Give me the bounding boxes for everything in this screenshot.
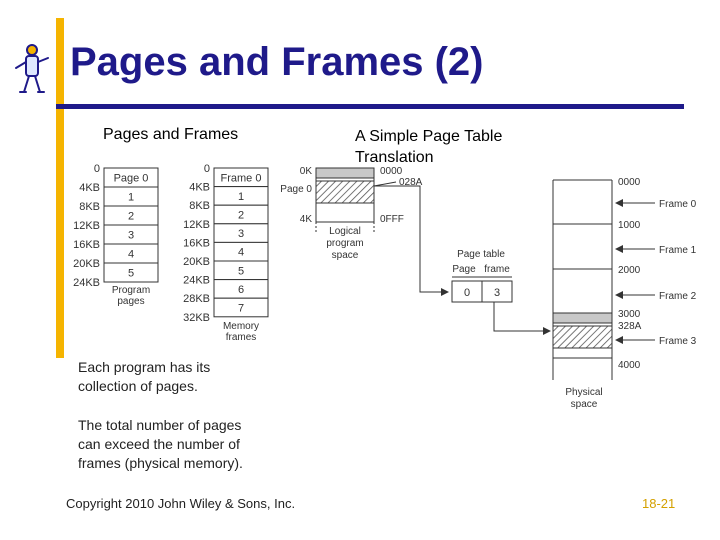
program-page-address: 16KB	[73, 239, 100, 251]
logical-label: 0K	[300, 166, 313, 177]
physical-space: 0000 1000 2000 3000 328A 4000 Frame 0 Fr…	[552, 177, 697, 410]
memory-frame-address: 8KB	[189, 200, 210, 212]
logical-address: 0FFF	[380, 214, 404, 225]
program-page-cell	[103, 262, 159, 283]
logical-address: 028A	[399, 177, 423, 188]
program-page-address: 4KB	[79, 182, 100, 194]
program-page-address: 0	[94, 163, 100, 175]
right-heading: A Simple Page Table Translation	[355, 126, 502, 168]
physical-address: 0000	[618, 177, 641, 188]
physical-address: 328A	[618, 321, 642, 332]
physical-caption: Physical	[565, 387, 602, 398]
bullet-line: The total number of pages	[78, 417, 242, 433]
memory-frame-cell	[213, 297, 269, 318]
program-pages-caption: Program	[112, 285, 150, 296]
memory-frames-caption: Memory	[223, 321, 259, 332]
physical-caption: space	[571, 399, 598, 410]
physical-frame-label: Frame 1	[659, 245, 697, 256]
page-table-value: 0	[464, 287, 470, 299]
memory-frames-caption: frames	[226, 332, 257, 343]
bullet-line: frames (physical memory).	[78, 455, 243, 471]
program-pages-caption: pages	[117, 296, 144, 307]
logical-space: 0K Page 0 4K 0000 028A 0FFF Logical prog…	[280, 166, 422, 261]
memory-frame-address: 32KB	[183, 312, 210, 324]
title-underline	[56, 104, 684, 109]
program-page-cell-label: 5	[128, 268, 134, 280]
logical-page-top	[315, 167, 375, 179]
program-page-address: 24KB	[73, 277, 100, 289]
program-page-cell-label: 1	[128, 192, 134, 204]
accent-bar-vertical	[56, 18, 64, 358]
memory-frame-address: 20KB	[183, 256, 210, 268]
right-heading-line: A Simple Page Table	[355, 128, 503, 145]
physical-frame-label: Frame 0	[659, 199, 697, 210]
physical-address: 2000	[618, 265, 641, 276]
page-table-header: Page	[452, 264, 476, 275]
program-pages-table: 0 4KB 8KB 12KB 16KB 20KB 24KB Page 0 1 2 3 4 5 Prog…	[73, 163, 159, 307]
program-page-cell-label: Page 0	[114, 173, 149, 185]
program-page-cell-label: 3	[128, 230, 134, 242]
memory-frame-cell-label: 6	[238, 284, 244, 296]
page-title: Pages and Frames (2)	[70, 40, 484, 84]
physical-address: 4000	[618, 360, 641, 371]
program-page-address: 12KB	[73, 220, 100, 232]
logical-label: Page 0	[280, 184, 312, 195]
physical-address: 1000	[618, 220, 641, 231]
copyright-footer: Copyright 2010 John Wiley & Sons, Inc.	[66, 496, 296, 511]
logical-page-hatched	[315, 180, 375, 204]
page-table-caption: Page table	[457, 249, 505, 260]
page-table: Page table Page frame 0 3	[451, 249, 513, 303]
memory-frame-address: 28KB	[183, 293, 210, 305]
memory-frame-cell-label: Frame 0	[221, 172, 262, 184]
program-page-cell-label: 2	[128, 211, 134, 223]
page-table-header: frame	[484, 264, 510, 275]
logical-caption: space	[332, 250, 359, 261]
program-page-address: 20KB	[73, 258, 100, 270]
memory-frame-cell-label: 4	[238, 247, 244, 259]
logical-caption: Logical	[329, 226, 361, 237]
program-page-cell-label: 4	[128, 249, 134, 261]
mascot-icon	[15, 44, 49, 93]
bullet-line: can exceed the number of	[78, 436, 240, 452]
slide-number: 18-21	[642, 496, 676, 511]
physical-frame3-hatched	[552, 325, 613, 349]
memory-frame-cell-label: 3	[238, 228, 244, 240]
memory-frame-address: 24KB	[183, 275, 210, 287]
frame-mapping-arrow	[493, 302, 551, 335]
physical-frame-label: Frame 2	[659, 291, 697, 302]
memory-frames-table: 0 4KB 8KB 12KB 16KB 20KB 24KB 28KB 32KB Frame 0 1…	[183, 163, 269, 343]
page-lookup-arrow	[374, 185, 449, 296]
physical-frame-label: Frame 3	[659, 336, 697, 347]
memory-frame-address: 16KB	[183, 237, 210, 249]
memory-frame-cell-label: 5	[238, 265, 244, 277]
memory-frame-address: 4KB	[189, 182, 210, 194]
right-heading-line: Translation	[355, 149, 434, 166]
bullet-text: Each program has its collection of pages…	[78, 358, 210, 396]
physical-address: 3000	[618, 309, 641, 320]
logical-caption: program	[326, 238, 363, 249]
memory-frame-cell-label: 7	[238, 303, 244, 315]
program-page-address: 8KB	[79, 201, 100, 213]
logical-label: 4K	[300, 214, 313, 225]
bullet-line: Each program has its	[78, 359, 211, 375]
memory-frame-cell-label: 2	[238, 210, 244, 222]
logical-address: 0000	[380, 166, 403, 177]
bullet-line: collection of pages.	[78, 378, 198, 394]
memory-frame-cell-label: 1	[238, 191, 244, 203]
left-heading: Pages and Frames	[103, 126, 239, 143]
memory-frame-address: 0	[204, 163, 210, 175]
physical-frame3-top	[552, 312, 613, 324]
page-table-cell	[481, 280, 513, 303]
bullet-text: The total number of pages can exceed the…	[78, 416, 243, 473]
memory-frame-address: 12KB	[183, 219, 210, 231]
page-table-value: 3	[494, 287, 500, 299]
